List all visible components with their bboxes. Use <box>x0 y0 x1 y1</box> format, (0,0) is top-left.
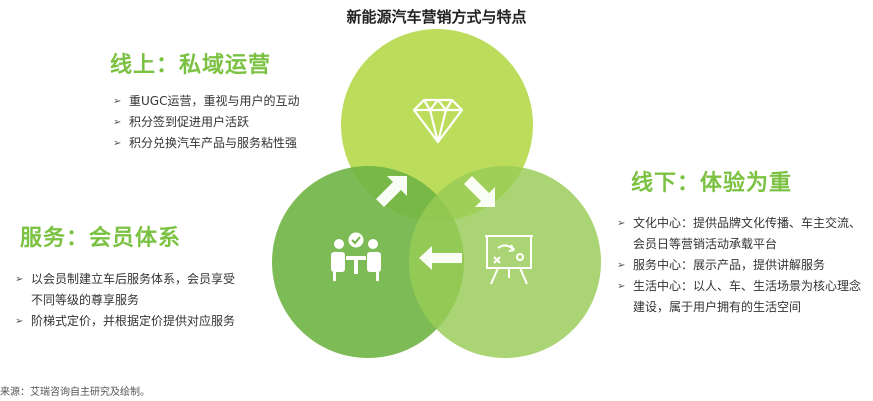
list-item: ➢积分兑换汽车产品与服务粘性强 <box>113 133 363 154</box>
bullet-arrow-icon: ➢ <box>113 96 122 107</box>
bullet-arrow-icon: ➢ <box>617 281 626 292</box>
diamond-icon <box>412 98 464 144</box>
list-item: ➢文化中心：提供品牌文化传播、车主交流、会员日等营销活动承载平台 <box>617 213 865 255</box>
list-item: ➢服务中心：展示产品，提供讲解服务 <box>617 255 865 276</box>
service-list: ➢以会员制建立车后服务体系，会员享受不同等级的尊享服务 ➢阶梯式定价，并根据定价… <box>15 269 245 332</box>
offline-heading: 线下：体验为重 <box>631 171 793 196</box>
bullet-arrow-icon: ➢ <box>15 316 24 327</box>
list-item: ➢阶梯式定价，并根据定价提供对应服务 <box>15 311 245 332</box>
bullet-arrow-icon: ➢ <box>113 138 122 149</box>
offline-list: ➢文化中心：提供品牌文化传播、车主交流、会员日等营销活动承载平台 ➢服务中心：展… <box>617 213 865 318</box>
service-heading: 服务：会员体系 <box>20 226 182 251</box>
cycle-arrow-icon <box>376 176 495 270</box>
online-list: ➢重UGC运营，重视与用户的互动 ➢积分签到促进用户活跃 ➢积分兑换汽车产品与服… <box>113 91 363 154</box>
online-heading: 线上：私域运营 <box>110 53 272 78</box>
meeting-icon <box>331 232 381 281</box>
bullet-arrow-icon: ➢ <box>15 274 24 285</box>
bullet-arrow-icon: ➢ <box>617 260 626 271</box>
page-title: 新能源汽车营销方式与特点 <box>346 8 527 26</box>
list-item: ➢重UGC运营，重视与用户的互动 <box>113 91 363 112</box>
circle-offline <box>409 166 601 358</box>
list-item: ➢以会员制建立车后服务体系，会员享受不同等级的尊享服务 <box>15 269 245 311</box>
list-item: ➢生活中心：以人、车、生活场景为核心理念建设，属于用户拥有的生活空间 <box>617 276 865 318</box>
source-note: 来源：艾瑞咨询自主研究及绘制。 <box>0 387 150 398</box>
list-item: ➢积分签到促进用户活跃 <box>113 112 363 133</box>
bullet-arrow-icon: ➢ <box>617 218 626 229</box>
strategy-board-icon <box>485 235 533 285</box>
bullet-arrow-icon: ➢ <box>113 117 122 128</box>
